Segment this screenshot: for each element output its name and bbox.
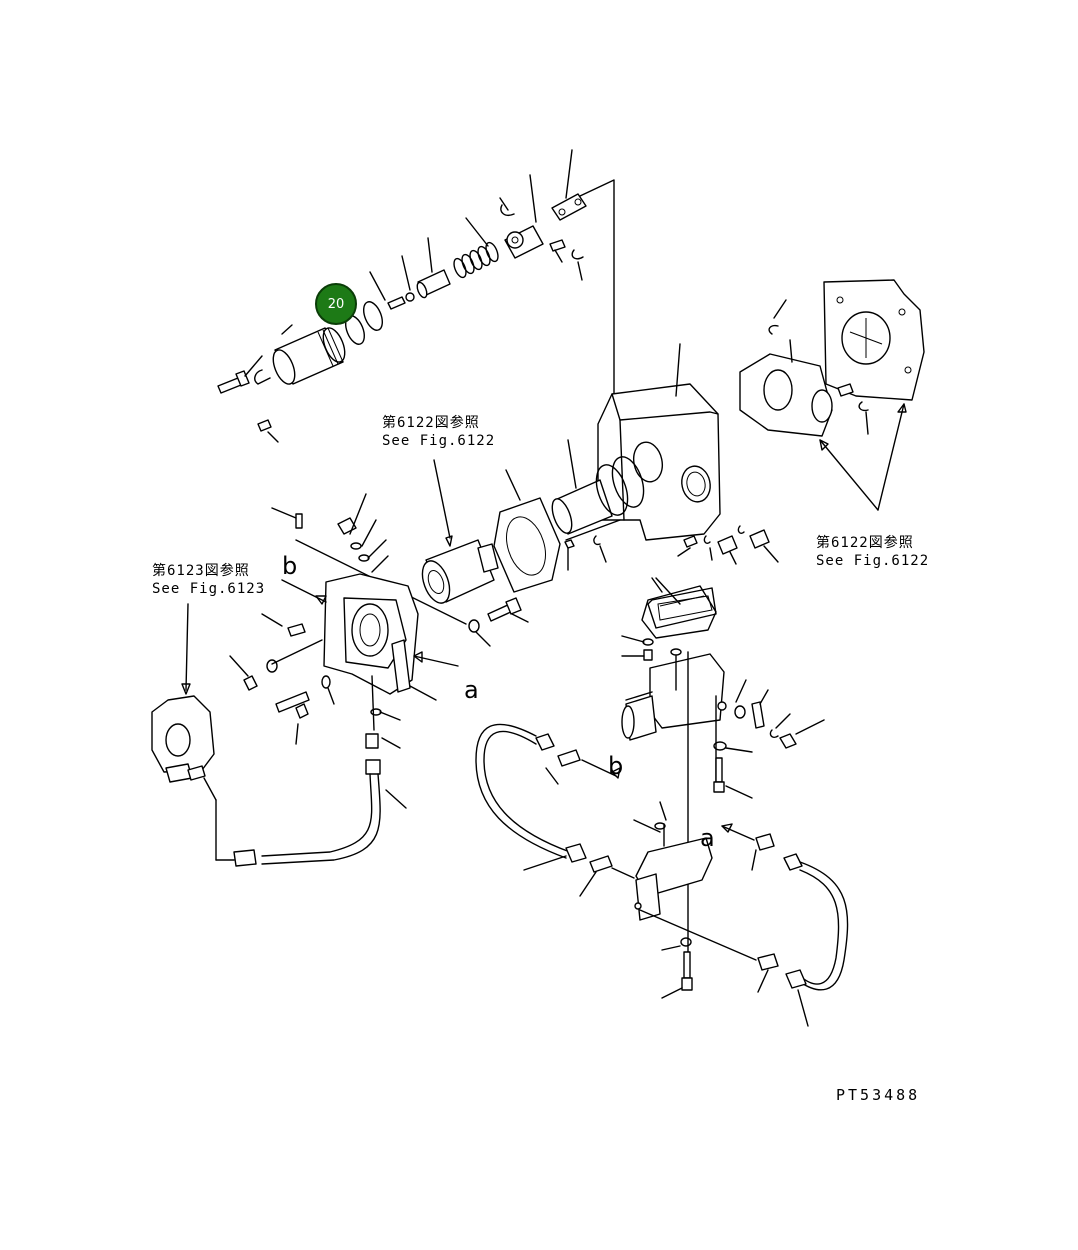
view-letter-a: a (464, 676, 479, 704)
spool-assembly (217, 149, 615, 443)
reference-jp: 第6122図参照 (816, 535, 914, 551)
reference-jp: 第6122図参照 (382, 415, 480, 431)
pump-and-gasket (421, 459, 561, 647)
reference-label-right: 第6122図参照 See Fig.6122 (816, 534, 929, 570)
spring (453, 241, 499, 279)
reference-en: See Fig.6122 (382, 433, 496, 449)
reference-label-left: 第6123図参照 See Fig.6123 (152, 562, 265, 598)
drawing-code: PT53488 (836, 1086, 921, 1104)
reference-en: See Fig.6122 (816, 553, 930, 569)
valve-block (621, 577, 825, 961)
flange-plate (215, 493, 467, 867)
view-letter-b: b (608, 752, 624, 780)
cover-and-housing (739, 279, 925, 511)
part-callout-20[interactable]: 20 (315, 283, 357, 325)
reference-jp: 第6123図参照 (152, 563, 250, 579)
reference-en: See Fig.6123 (152, 581, 266, 597)
view-letter-b: b (282, 552, 298, 580)
transmission-case (551, 343, 779, 571)
reference-label-top-center: 第6122図参照 See Fig.6122 (382, 414, 495, 450)
view-letter-a: a (700, 824, 715, 852)
pump-body (151, 603, 217, 801)
manifold-and-hoses (475, 577, 849, 1027)
